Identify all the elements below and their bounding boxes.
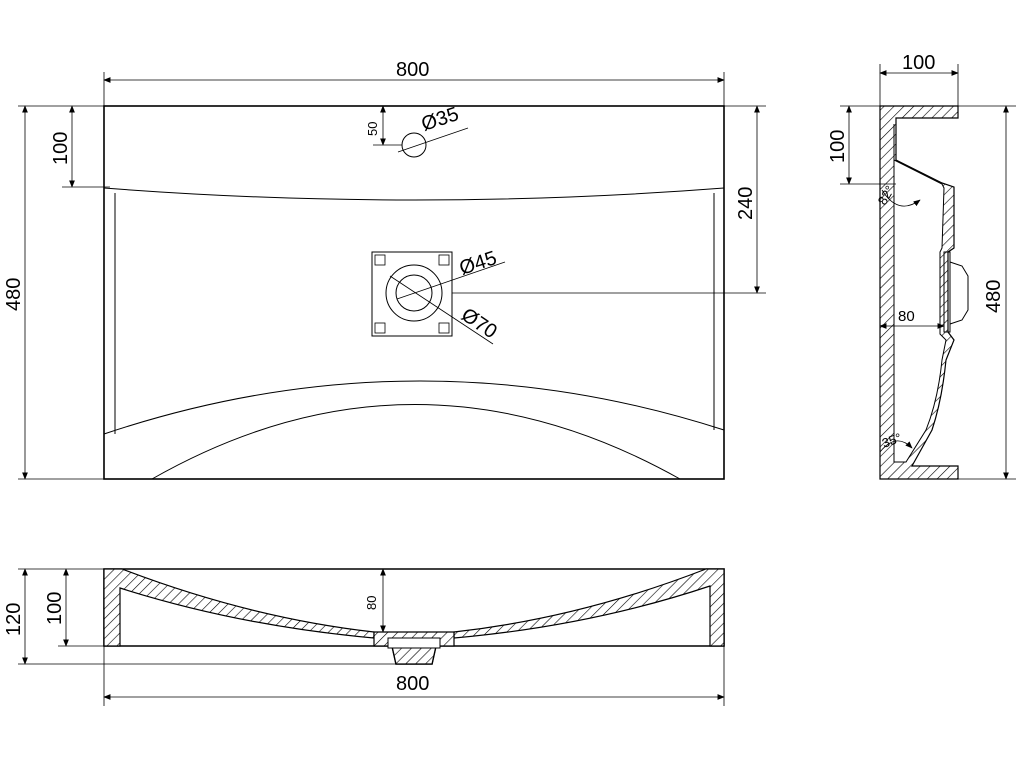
tap-offset-label: 50: [365, 122, 380, 136]
drain-outer-ring: [385, 264, 443, 322]
front-total-height-label: 120: [3, 603, 25, 636]
front-inner-curve: [151, 404, 681, 480]
drain-outer-diameter-label: Ø70: [457, 304, 501, 343]
front-drain-height-label: 80: [364, 596, 379, 610]
drain-corner-br: [438, 322, 450, 334]
drain-offset-label: 240: [735, 187, 757, 220]
front-right-wall: [453, 568, 725, 647]
drain-outer-dim-line: [389, 275, 494, 345]
top-height-label: 480: [3, 278, 25, 311]
front-drain-core: [387, 637, 441, 649]
tap-hole-dim-line: [397, 127, 469, 153]
bottom-angle-label: 35°: [880, 430, 904, 451]
back-ledge-edge: [103, 187, 725, 201]
top-view: Ø35 50 Ø45 Ø70 800 480 100: [3, 59, 766, 480]
bottom-angle-arc: [879, 440, 913, 453]
side-drain-body: [949, 261, 969, 325]
tap-hole-diameter-label: Ø35: [419, 103, 462, 136]
front-inner-height-label: 100: [44, 592, 66, 625]
drain-inner-diameter-label: Ø45: [457, 247, 500, 280]
front-outer-curve: [103, 380, 725, 435]
drain-corner-tr: [438, 254, 450, 266]
drain-corner-tl: [374, 254, 386, 266]
front-view: 800 120 100 80: [3, 568, 725, 706]
drain-plate: [371, 251, 453, 337]
side-drain-flange: [943, 251, 951, 333]
drain-corner-bl: [374, 322, 386, 334]
front-left-wall: [103, 568, 375, 647]
back-ledge-label: 100: [50, 132, 72, 165]
tap-hole: [401, 132, 427, 158]
drain-inner-ring: [395, 274, 433, 312]
side-ledge-label: 100: [827, 130, 849, 163]
front-width-label: 800: [396, 673, 429, 695]
side-height-label: 480: [983, 280, 1005, 313]
basin-outline: [103, 105, 725, 480]
side-drain-depth-label: 80: [898, 308, 915, 325]
side-width-label: 100: [902, 52, 935, 74]
side-view: 100 480 100 80 82° 35°: [827, 52, 1016, 480]
top-width-label: 800: [396, 59, 429, 81]
side-cavity: [893, 124, 947, 463]
top-angle-arc: [881, 189, 921, 207]
